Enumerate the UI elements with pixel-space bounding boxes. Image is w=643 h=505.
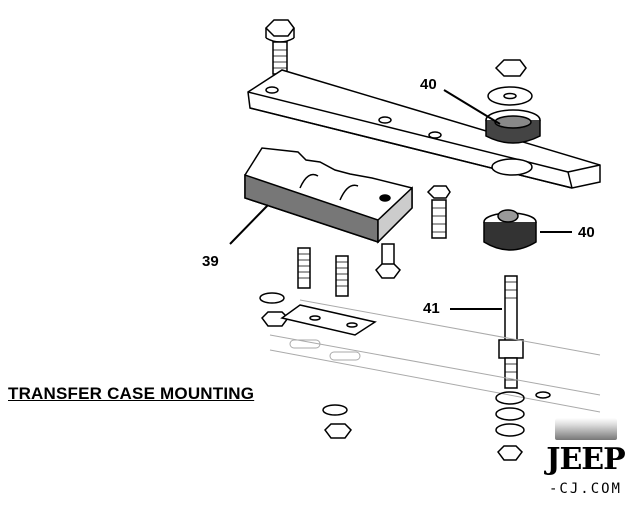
- rubber-bushing-lower: [483, 209, 537, 251]
- nut-washer-stack-top: [487, 59, 533, 106]
- frame-outline: [269, 299, 601, 413]
- callout-41: 41: [423, 300, 440, 317]
- callout-40-right: 40: [578, 224, 595, 241]
- leader-lines: [229, 89, 572, 310]
- bolt-top: [264, 19, 295, 75]
- rubber-bushing-upper: [485, 109, 541, 176]
- washers-left: [259, 292, 377, 439]
- logo-main-text: JEEP: [546, 442, 626, 477]
- rubber-block: [244, 147, 413, 244]
- jeep-silhouette-icon: [554, 418, 617, 440]
- jeep-cj-logo: JEEP -CJ.COM: [543, 418, 628, 498]
- washers-right: [495, 391, 551, 461]
- callout-39: 39: [202, 253, 219, 270]
- bolt-middle: [426, 185, 451, 239]
- logo-sub-text: -CJ.COM: [548, 481, 622, 497]
- callout-40-top: 40: [420, 76, 437, 93]
- studs: [297, 243, 401, 297]
- mounting-stud: [498, 275, 524, 389]
- diagram-title: TRANSFER CASE MOUNTING: [8, 384, 255, 403]
